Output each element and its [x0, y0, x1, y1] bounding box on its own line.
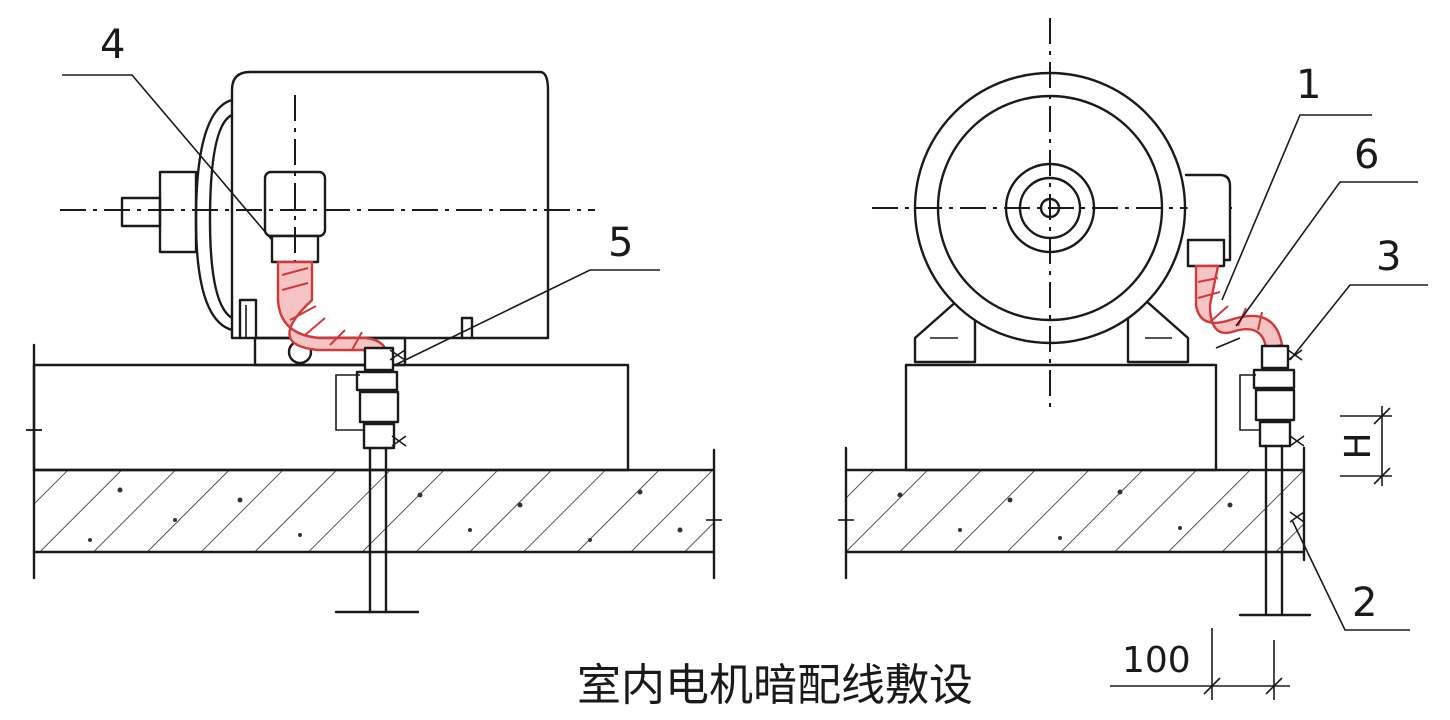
motor-end — [872, 18, 1312, 617]
motor-side — [60, 70, 595, 614]
motor-base-right — [904, 363, 1218, 472]
callout-1: 1 — [1296, 62, 1321, 108]
floor-slab-right — [838, 446, 1306, 580]
height-dimension-label: H — [1338, 432, 1379, 459]
callout-2: 2 — [1352, 580, 1377, 626]
callout-5: 5 — [608, 220, 633, 266]
side-view: 4 5 — [26, 22, 722, 614]
callout-3: 3 — [1376, 234, 1401, 280]
callout-6: 6 — [1354, 132, 1379, 178]
leaders-left — [62, 74, 660, 366]
end-view: H 100 1 6 3 2 — [838, 18, 1428, 700]
motor-base-left — [26, 343, 630, 472]
leaders-right — [1221, 114, 1428, 631]
offset-dimension-label: 100 — [1122, 640, 1191, 681]
callout-4: 4 — [100, 22, 125, 68]
dimension-h — [1340, 406, 1392, 486]
dimension-100 — [1110, 628, 1290, 700]
floor-slab-left — [26, 429, 722, 580]
diagram-caption: 室内电机暗配线敷设 — [577, 660, 973, 711]
